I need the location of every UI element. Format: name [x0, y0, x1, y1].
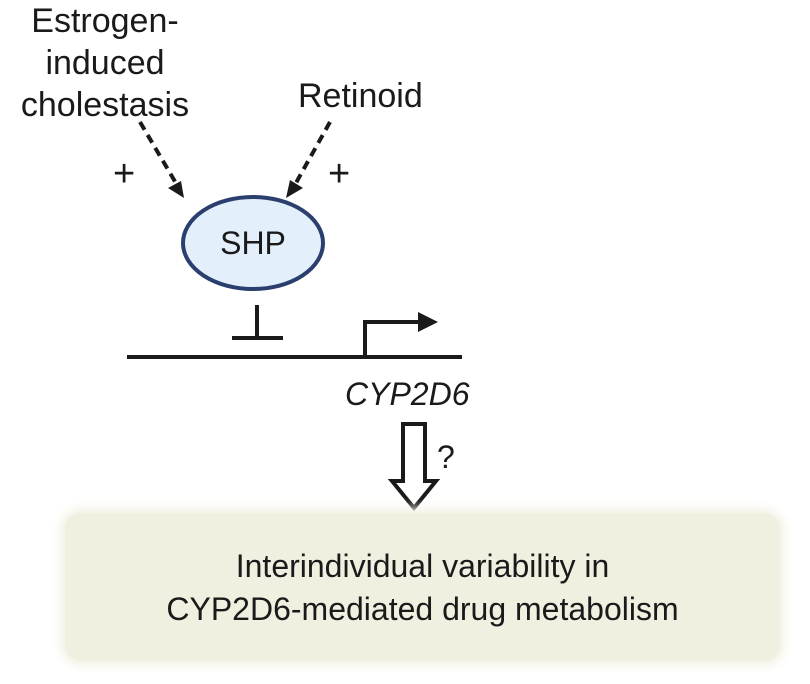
outcome-line-1: Interindividual variability in	[235, 548, 610, 584]
block-arrow-down	[387, 422, 441, 512]
transcription-start-arrow	[363, 320, 420, 357]
outcome-box: Interindividual variability in CYP2D6-me…	[65, 513, 780, 661]
outcome-line-2: CYP2D6-mediated drug metabolism	[166, 591, 679, 627]
outcome-text: Interindividual variability in CYP2D6-me…	[65, 545, 780, 631]
estrogen-line-2: induced	[45, 44, 165, 82]
plus-sign-left: +	[113, 153, 136, 195]
question-mark: ?	[437, 439, 455, 475]
estrogen-line-1: Estrogen-	[31, 2, 179, 40]
transcription-arrowhead	[418, 312, 438, 332]
retinoid-label: Retinoid	[298, 77, 423, 115]
gene-label: CYP2D6	[345, 376, 470, 412]
plus-sign-right: +	[328, 153, 351, 195]
shp-node	[181, 195, 325, 291]
retinoid-activation-arrow	[290, 121, 332, 191]
estrogen-activation-arrow	[138, 120, 182, 192]
estrogen-line-3: cholestasis	[20, 86, 190, 124]
shp-label: SHP	[220, 225, 286, 261]
estrogen-arrowhead	[168, 181, 184, 198]
retinoid-arrowhead	[286, 180, 303, 198]
estrogen-cholestasis-label: Estrogen- induced cholestasis	[0, 0, 210, 126]
